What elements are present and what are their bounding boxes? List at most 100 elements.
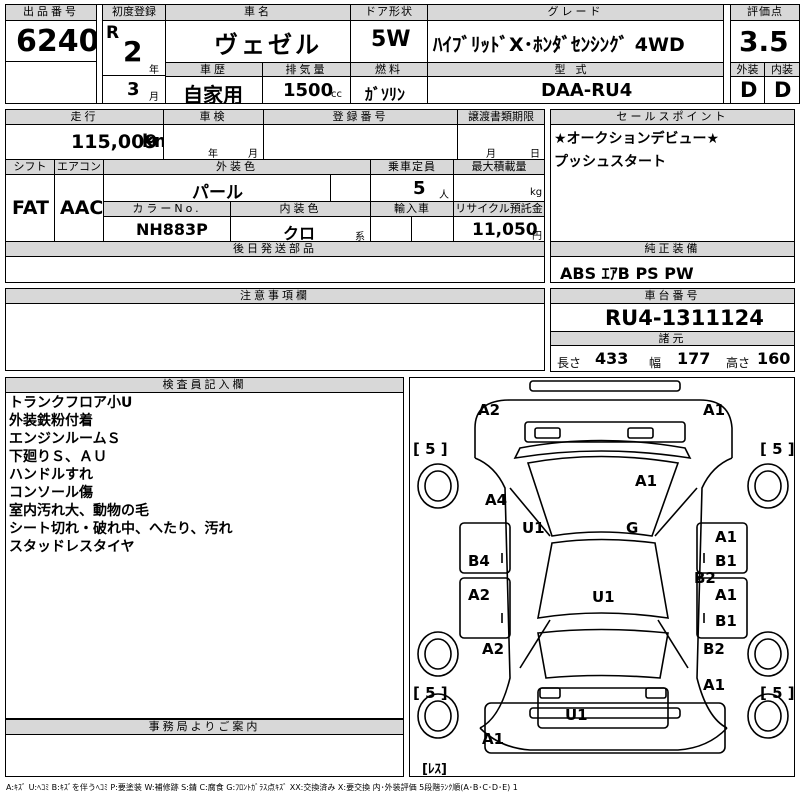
grade: ﾊｲﾌﾞﾘｯﾄﾞX･ﾎﾝﾀﾞｾﾝｼﾝｸﾞ 4WD bbox=[433, 34, 685, 56]
score-label: 評価点 bbox=[730, 4, 800, 21]
height-label: 高さ bbox=[726, 356, 751, 370]
shift-label: シフト bbox=[5, 159, 55, 175]
color-cell: パール bbox=[103, 174, 331, 202]
interior-cell: D bbox=[764, 76, 800, 104]
recycle-label: リサイクル預託金 bbox=[453, 201, 545, 217]
mark-fender-left: A2 bbox=[482, 640, 505, 658]
inspector-note: 室内汚れ大、動物の毛 bbox=[9, 503, 149, 519]
color-no-cell: NH883P bbox=[103, 216, 231, 242]
recycle-fee: 11,050 bbox=[472, 220, 538, 240]
transfer-day-unit: 日 bbox=[530, 149, 540, 160]
equipment-label: 純正装備 bbox=[550, 241, 795, 257]
yen-unit: 円 bbox=[532, 231, 542, 242]
history-cell: 自家用 bbox=[165, 76, 263, 104]
caution-label: 注意事項欄 bbox=[5, 288, 545, 304]
int-color: クロ bbox=[283, 224, 316, 242]
mileage-label: 走行 bbox=[5, 109, 164, 125]
reg-month-cell: 3 月 bbox=[102, 75, 166, 104]
mark-rear-quarter-left: A4 bbox=[485, 491, 508, 509]
displacement-cell: 1500 cc bbox=[262, 76, 351, 104]
mileage-cell: 115,009 km bbox=[5, 124, 164, 160]
inspector-notes: トランクフロア小U 外装鉄粉付着 エンジンルームＳ 下廻りＳ、ＡＵ ハンドルすれ… bbox=[5, 392, 404, 719]
mark-front-door-right: A1 bbox=[715, 586, 738, 604]
mark-front-right: A1 bbox=[703, 676, 726, 694]
mark-pillar-left: U1 bbox=[522, 519, 545, 537]
month-unit: 月 bbox=[149, 92, 159, 103]
office-cell bbox=[5, 734, 404, 777]
mark-hood: U1 bbox=[592, 588, 615, 606]
int-color-cell: クロ 系 bbox=[230, 216, 371, 242]
transfer-label: 譲渡書類期限 bbox=[457, 109, 545, 125]
selling-point: プッシュスタート bbox=[554, 154, 666, 170]
type-label: 型式 bbox=[427, 62, 724, 77]
km-unit: km bbox=[142, 131, 163, 152]
width: 177 bbox=[677, 349, 711, 368]
int-color-label: 内装色 bbox=[230, 201, 371, 217]
damage-legend: A:ｷｽﾞ U:ﾍｺﾐ B:ｷｽﾞを伴うﾍｺﾐ P:要塗装 W:補修跡 S:錆 … bbox=[6, 783, 518, 792]
model-cell: ヴェゼル bbox=[165, 20, 351, 63]
inspector-note: スタッドレスタイヤ bbox=[9, 539, 135, 555]
mark-center-right: B2 bbox=[694, 569, 716, 587]
damage-diagram: [ 5 ] [ 5 ] [ 5 ] [ 5 ] [ﾚｽ] A2 A1 A1 A4… bbox=[409, 377, 795, 777]
score-cell: 3.5 bbox=[730, 20, 800, 63]
capacity-cell: 5 人 bbox=[370, 174, 454, 202]
door-type: 5W bbox=[371, 27, 411, 52]
year-unit: 年 bbox=[149, 65, 159, 76]
inspector-label: 検査員記入欄 bbox=[5, 377, 404, 393]
grade-cell: ﾊｲﾌﾞﾘｯﾄﾞX･ﾎﾝﾀﾞｾﾝｼﾝｸﾞ 4WD bbox=[427, 20, 724, 63]
import-label: 輸入車 bbox=[370, 201, 454, 217]
equipment-cell: ABS ｴｱB PS PW bbox=[550, 256, 795, 283]
width-label: 幅 bbox=[649, 356, 662, 370]
spec-label: 諸元 bbox=[550, 331, 795, 346]
selling-point: ★オークションデビュー★ bbox=[554, 131, 720, 147]
displacement-label: 排気量 bbox=[262, 62, 351, 77]
interior-label: 内装 bbox=[764, 62, 800, 77]
selling-label: セールスポイント bbox=[550, 109, 795, 125]
office-label: 事務局よりご案内 bbox=[5, 719, 404, 735]
mark-roof: A1 bbox=[635, 472, 658, 490]
displacement: 1500 bbox=[283, 80, 334, 101]
type-cell: DAA-RU4 bbox=[427, 76, 724, 104]
color-no: NH883P bbox=[136, 220, 208, 239]
mark-glass: G bbox=[626, 519, 639, 537]
mark-rear-door-left: B4 bbox=[468, 552, 490, 570]
equipment: ABS ｴｱB PS PW bbox=[560, 264, 694, 283]
mark-rear-left: A2 bbox=[478, 401, 501, 419]
first-reg-label: 初度登録 bbox=[102, 4, 166, 21]
grade-label: グレード bbox=[427, 4, 724, 21]
reg-year: 2 bbox=[123, 35, 143, 68]
mark-rear-door-right: A1 bbox=[715, 528, 738, 546]
ac: AAC bbox=[60, 197, 104, 219]
exterior-grade: D bbox=[740, 78, 758, 102]
color-extra-cell bbox=[330, 174, 371, 202]
shift: FAT bbox=[12, 197, 49, 219]
history-label: 車歴 bbox=[165, 62, 263, 77]
score: 3.5 bbox=[739, 25, 789, 58]
max-load-cell: kg bbox=[453, 174, 545, 202]
shift-cell: FAT bbox=[5, 174, 55, 242]
mark-bumper: U1 bbox=[565, 706, 588, 724]
capacity-unit: 人 bbox=[439, 190, 449, 201]
recycle-cell: 11,050 円 bbox=[453, 216, 545, 242]
length: 433 bbox=[595, 349, 629, 368]
spec-cell: 長さ 433 幅 177 高さ 160 bbox=[550, 345, 795, 372]
mark-rear-right: A1 bbox=[703, 401, 726, 419]
caution-cell bbox=[5, 303, 545, 371]
kg-unit: kg bbox=[530, 187, 543, 198]
mileage: 115,009 bbox=[71, 131, 158, 153]
inspector-note: ハンドルすれ bbox=[9, 467, 93, 483]
chassis-label: 車台番号 bbox=[550, 288, 795, 304]
mark-rear-door-right-2: B1 bbox=[715, 552, 737, 570]
interior-grade: D bbox=[774, 78, 792, 102]
exterior-cell: D bbox=[730, 76, 765, 104]
reg-no-label: 登録番号 bbox=[263, 109, 458, 125]
max-load-label: 最大積載量 bbox=[453, 159, 545, 175]
era: R bbox=[106, 23, 120, 43]
int-color-unit: 系 bbox=[355, 232, 365, 242]
length-label: 長さ bbox=[557, 356, 582, 370]
lot-no: 6240 bbox=[16, 24, 97, 59]
height: 160 bbox=[757, 349, 791, 368]
inspector-note: トランクフロア小U bbox=[9, 395, 133, 411]
color-label: 外装色 bbox=[103, 159, 371, 175]
inspection-label: 車検 bbox=[163, 109, 264, 125]
